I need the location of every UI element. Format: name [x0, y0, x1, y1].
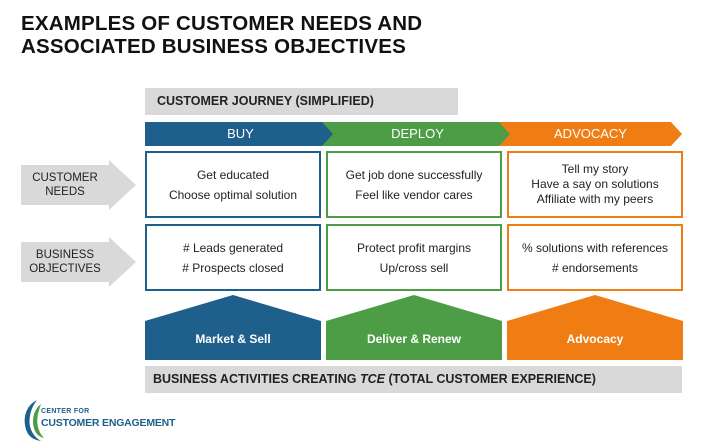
chevron-shape [145, 122, 336, 146]
needs-cell-deploy: Get job done successfully Feel like vend… [326, 151, 502, 218]
page-title: EXAMPLES OF CUSTOMER NEEDS AND ASSOCIATE… [21, 12, 521, 58]
row-label-line: NEEDS [45, 186, 85, 198]
activity-house-deliver-renew: Deliver & Renew [326, 295, 502, 360]
needs-cell-advocacy: Tell my story Have a say on solutions Af… [507, 151, 683, 218]
objectives-cell-advocacy: % solutions with references # endorsemen… [507, 224, 683, 291]
objective-item: # Leads generated [182, 240, 284, 255]
stage-label-advocacy: ADVOCACY [554, 126, 627, 141]
row-label-line: CUSTOMER [32, 172, 98, 184]
need-item: Choose optimal solution [168, 187, 298, 202]
row-label-business-objectives: BUSINESS OBJECTIVES [21, 242, 109, 282]
logo-line-2: CUSTOMER ENGAGEMENT [41, 417, 176, 429]
activity-house-market-sell: Market & Sell [145, 295, 321, 360]
bottom-bar-suffix: (TOTAL CUSTOMER EXPERIENCE) [384, 372, 596, 386]
objective-item: % solutions with references [521, 240, 669, 255]
house-shape [326, 295, 502, 360]
objective-item: Up/cross sell [379, 260, 449, 275]
objective-item: # endorsements [551, 260, 639, 275]
business-activities-bar: BUSINESS ACTIVITIES CREATING TCE (TOTAL … [145, 366, 682, 393]
row-label-line: BUSINESS [35, 249, 95, 261]
activity-label: Market & Sell [195, 332, 271, 346]
activity-house-advocacy: Advocacy [507, 295, 683, 360]
chevron-shape [499, 122, 682, 146]
need-item: Tell my story [561, 162, 629, 176]
row-arrow-icon [109, 237, 136, 287]
objectives-cell-deploy: Protect profit margins Up/cross sell [326, 224, 502, 291]
need-item: Have a say on solutions [531, 177, 659, 191]
title-line-2: ASSOCIATED BUSINESS OBJECTIVES [21, 35, 406, 58]
stage-label-deploy: DEPLOY [391, 126, 444, 141]
chevron-shape [322, 122, 513, 146]
row-label-line: OBJECTIVES [29, 263, 101, 275]
stage-label-buy: BUY [227, 126, 254, 141]
objective-item: # Prospects closed [182, 260, 284, 275]
house-shape [145, 295, 321, 360]
objectives-cell-buy: # Leads generated # Prospects closed [145, 224, 321, 291]
need-item: Get job done successfully [345, 167, 483, 182]
needs-cell-buy: Get educated Choose optimal solution [145, 151, 321, 218]
bottom-bar-prefix: BUSINESS ACTIVITIES CREATING [153, 372, 360, 386]
row-arrow-icon [109, 160, 136, 210]
stage-chevron-buy: BUY [145, 122, 336, 146]
logo-line-1: CENTER FOR [41, 408, 90, 415]
stage-chevron-advocacy: ADVOCACY [499, 122, 682, 146]
objective-item: Protect profit margins [356, 240, 472, 255]
need-item: Feel like vendor cares [355, 187, 473, 202]
need-item: Get educated [196, 167, 270, 182]
logo-swoosh-icon [24, 400, 44, 441]
center-for-customer-engagement-logo: CENTER FOR CUSTOMER ENGAGEMENT [19, 398, 199, 442]
bottom-bar-emphasis: TCE [359, 372, 385, 386]
need-item: Affiliate with my peers [536, 192, 654, 206]
activity-label: Deliver & Renew [366, 332, 462, 346]
stage-chevron-deploy: DEPLOY [322, 122, 513, 146]
title-line-1: EXAMPLES OF CUSTOMER NEEDS AND [21, 12, 423, 35]
customer-journey-bar: CUSTOMER JOURNEY (SIMPLIFIED) [145, 88, 458, 115]
house-shape [507, 295, 683, 360]
row-label-customer-needs: CUSTOMER NEEDS [21, 165, 109, 205]
activity-label: Advocacy [566, 332, 624, 346]
